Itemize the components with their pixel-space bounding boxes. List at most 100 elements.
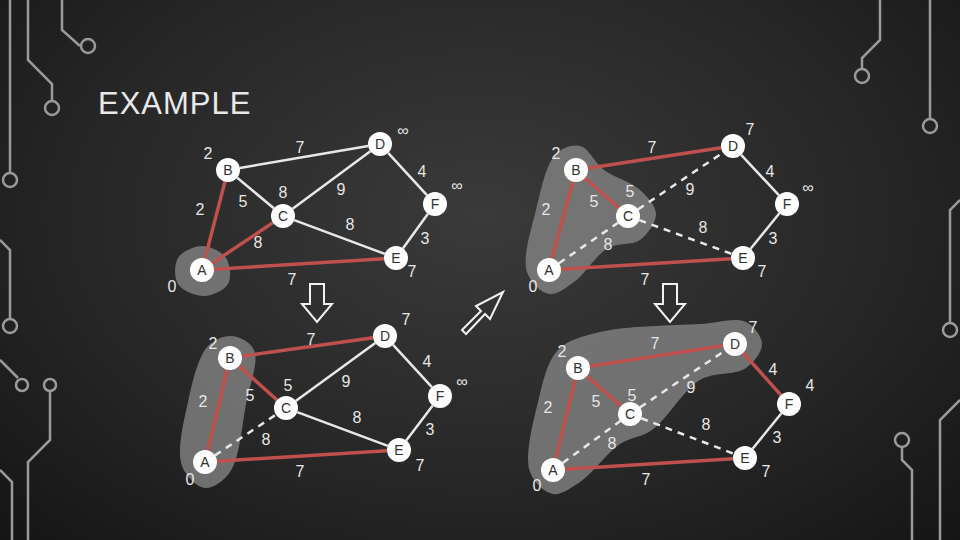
edge-weight: 3 [421,231,430,247]
graph-edge [208,370,227,451]
graph-edge [215,415,276,456]
edge-weight: 8 [604,237,613,253]
distance-value: 0 [533,478,542,494]
edge-weight: 9 [687,380,696,396]
vertex-letter: D [375,137,385,151]
graph-edge [741,155,779,195]
edge-weight: 8 [702,417,711,433]
graph-edge [388,153,427,195]
graph-vertex: F [777,392,801,416]
edge-weight: 8 [254,235,263,251]
graph-vertex: D [368,132,392,156]
distance-value: 5 [628,388,637,404]
edge-weight: 5 [246,388,255,404]
graph-vertex: C [616,204,640,228]
graph-vertex: D [373,324,397,348]
vertex-letter: C [625,407,635,421]
slide-title: EXAMPLE [98,86,251,122]
edge-weight: 4 [423,354,432,370]
edge-weight: 8 [699,220,708,236]
graph-vertex: B [566,356,590,380]
graph-edge [639,220,731,254]
edge-weight: 4 [769,362,778,378]
graph-vertex: B [564,158,588,182]
distance-value: ∞ [802,180,813,196]
graph-vertex: C [271,204,295,228]
graph-edge [212,223,273,264]
vertex-letter: D [730,337,740,351]
vertex-letter: E [740,451,749,465]
vertex-letter: C [281,401,291,415]
edge-weight: 7 [648,140,657,156]
vertex-letter: B [573,361,582,375]
graph-edge [393,345,432,387]
graph-edge [205,182,225,259]
distance-value: ∞ [397,123,408,139]
step-arrow [302,284,332,322]
edge-weight: 5 [592,394,601,410]
edge-weight: 2 [542,202,551,218]
edge-weight: 4 [766,164,775,180]
graph-edge [641,418,734,453]
edge-weight: 9 [337,182,346,198]
graph-vertex: F [775,192,799,216]
vertex-letter: C [278,209,288,223]
vertex-letter: B [571,163,580,177]
distance-value: ∞ [451,178,462,194]
edge-weight: 8 [353,410,362,426]
graph-edge [297,412,388,446]
edge-weight: 2 [196,202,205,218]
graph-vertex: E [733,446,757,470]
graph-vertex: F [428,384,452,408]
edge-weight: 7 [296,140,305,156]
graph-vertex: E [384,246,408,270]
graph-vertex: E [387,438,411,462]
edge-weight: 7 [288,272,297,288]
step-arrow [655,284,685,322]
vertex-letter: A [544,263,553,277]
graph-vertex: A [537,258,561,282]
tree-region [528,320,762,494]
edge-weight: 4 [418,164,427,180]
vertex-letter: E [738,251,747,265]
graph-vertex: F [423,192,447,216]
graph-edge [214,259,384,270]
graph-edge [565,459,733,470]
edge-weight: 7 [642,472,651,488]
distance-value: 0 [168,279,177,295]
vertex-letter: B [223,163,232,177]
graph-edge [552,182,573,259]
graph-edge [294,220,385,254]
distance-value: 2 [204,146,213,162]
graph-vertex: A [541,458,565,482]
graph-vertex: B [216,158,240,182]
step-arrow [462,292,503,334]
edge-weight: 3 [769,231,778,247]
edge-weight: 7 [296,464,305,480]
distance-value: 7 [402,312,411,328]
distance-value: 0 [186,472,195,488]
vertex-letter: A [200,455,209,469]
edge-weight: 3 [773,430,782,446]
graph-edge [293,151,371,209]
vertex-letter: F [436,389,445,403]
vertex-letter: E [394,443,403,457]
graph-edge [239,366,277,400]
vertex-letter: F [783,197,792,211]
edge-weight: 2 [199,394,208,410]
edge-weight: 5 [590,194,599,210]
tree-region [175,246,230,296]
edge-weight: 8 [608,436,617,452]
vertex-letter: A [548,463,557,477]
graph-vertex: A [193,450,217,474]
vertex-letter: B [225,351,234,365]
distance-value: 7 [416,458,425,474]
distance-value: 5 [626,184,635,200]
vertex-letter: F [431,197,440,211]
graph-edge [638,153,723,210]
distance-value: 5 [284,378,293,394]
distance-value: 0 [529,279,538,295]
graph-edge [753,413,782,448]
